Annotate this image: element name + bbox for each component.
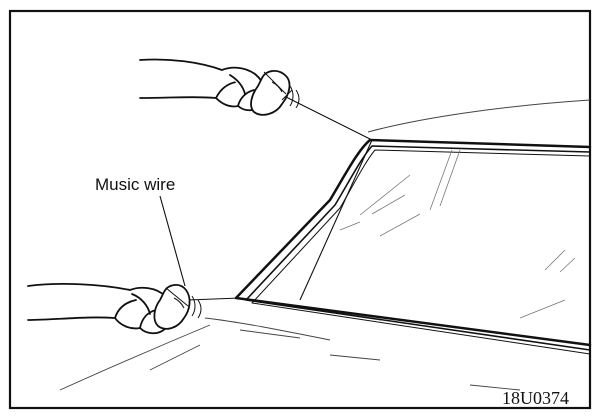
upper-hand-icon <box>140 59 265 110</box>
figure-code: 18U0374 <box>502 389 569 407</box>
roof-line <box>368 100 590 132</box>
callout-leader <box>160 196 185 286</box>
figure-frame <box>10 11 590 408</box>
music-wire-label: Music wire <box>95 176 175 193</box>
music-wire <box>188 95 372 300</box>
glass-reflection-lines <box>340 150 575 318</box>
lower-hand-icon <box>28 284 172 333</box>
hood-lines <box>60 318 520 390</box>
motion-marks <box>192 86 299 318</box>
windshield-frame <box>236 140 590 354</box>
